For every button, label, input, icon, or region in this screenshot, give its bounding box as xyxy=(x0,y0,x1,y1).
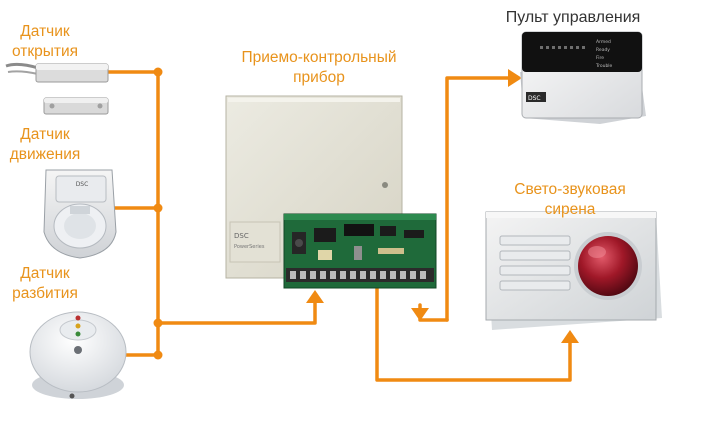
arrow-to-panel xyxy=(306,290,324,303)
glass-break-sensor-image xyxy=(29,311,127,399)
keypad-label-line1: Пульт управления xyxy=(505,9,641,26)
door-sensor-label-line1: Датчик xyxy=(20,23,70,40)
door-sensor-label-line2: открытия xyxy=(11,43,79,60)
siren-image xyxy=(485,211,662,330)
keypad-label: Пульт управления xyxy=(488,8,658,28)
control-panel-label: Приемо-контрольный прибор xyxy=(206,48,432,88)
door-sensor-image xyxy=(5,62,109,115)
keypad-line-fire: Fire xyxy=(596,55,604,61)
keypad-line-ready: Ready xyxy=(596,47,610,53)
motion-sensor-brand: DSC xyxy=(76,181,89,188)
arrow-to-keypad xyxy=(508,69,522,87)
keypad-line-trouble: Trouble xyxy=(595,63,613,69)
keypad-wire xyxy=(445,76,512,322)
control-panel-image: DSC PowerSeries xyxy=(225,95,437,289)
wire-junctions xyxy=(153,67,163,360)
keypad-line-armed: Armed xyxy=(596,39,611,45)
arrow-to-siren xyxy=(561,330,579,343)
control-panel-label-line1: Приемо-контрольный xyxy=(241,49,397,66)
control-panel-label-line2: прибор xyxy=(293,69,345,86)
siren-label: Свето-звуковая сирена xyxy=(500,180,640,220)
keypad-image: Armed Ready Fire Trouble DSC xyxy=(520,31,646,124)
door-sensor-label: Датчик открытия xyxy=(0,22,90,62)
arrow-from-keypad xyxy=(411,308,429,321)
glass-sensor-label: Датчик разбития xyxy=(0,264,90,304)
motion-sensor-label-line1: Датчик xyxy=(20,126,70,143)
panel-model-name: PowerSeries xyxy=(234,244,265,250)
motion-sensor-label-line2: движения xyxy=(9,146,81,163)
panel-brand: DSC xyxy=(234,232,249,240)
siren-label-line2: сирена xyxy=(544,201,596,218)
sensor-to-panel-wire xyxy=(156,298,317,325)
siren-wire xyxy=(375,280,572,382)
siren-label-line1: Свето-звуковая xyxy=(514,181,626,198)
glass-sensor-label-line2: разбития xyxy=(12,285,78,302)
keypad-brand: DSC xyxy=(528,95,541,102)
glass-sensor-label-line1: Датчик xyxy=(20,265,70,282)
motion-sensor-label: Датчик движения xyxy=(0,125,90,165)
motion-sensor-image: DSC xyxy=(43,169,117,259)
wiring xyxy=(106,70,572,382)
wire-arrowheads xyxy=(306,69,579,343)
